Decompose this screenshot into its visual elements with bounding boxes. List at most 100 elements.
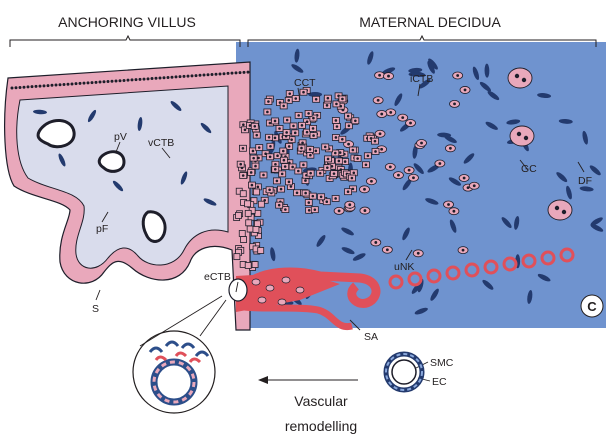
trophoblast-nucleus bbox=[456, 74, 459, 77]
column-cell-nucleus bbox=[244, 128, 247, 131]
giant-cell-nucleus bbox=[522, 78, 526, 82]
giant-cell-nucleus bbox=[524, 136, 528, 140]
syncytium-nucleus bbox=[19, 86, 22, 89]
trophoblast-nucleus bbox=[420, 142, 423, 145]
header-maternal-decidua: MATERNAL DECIDUA bbox=[359, 14, 501, 30]
column-cell-nucleus bbox=[304, 192, 307, 195]
column-cell-nucleus bbox=[354, 119, 357, 122]
column-cell-nucleus bbox=[283, 159, 286, 162]
syncytium-nucleus bbox=[131, 78, 134, 81]
label-unk: uNK bbox=[394, 261, 414, 273]
syncytium-nucleus bbox=[83, 82, 86, 85]
syncytium-nucleus bbox=[159, 77, 162, 80]
column-cell-nucleus bbox=[278, 204, 281, 207]
column-cell-nucleus bbox=[281, 173, 284, 176]
syncytium-nucleus bbox=[203, 74, 206, 77]
column-cell-nucleus bbox=[334, 197, 337, 200]
column-cell bbox=[258, 201, 264, 207]
label-pf: pF bbox=[96, 223, 108, 235]
syncytium-nucleus bbox=[67, 83, 70, 86]
column-cell-nucleus bbox=[282, 150, 285, 153]
column-cell-nucleus bbox=[347, 115, 350, 118]
column-cell-nucleus bbox=[326, 166, 329, 169]
column-cell-nucleus bbox=[312, 127, 315, 130]
column-cell-nucleus bbox=[308, 209, 311, 212]
column-cell-nucleus bbox=[286, 119, 289, 122]
column-cell-nucleus bbox=[268, 188, 271, 191]
syncytium-nucleus bbox=[243, 71, 246, 74]
column-cell-nucleus bbox=[297, 114, 300, 117]
column-cell-nucleus bbox=[284, 165, 287, 168]
syncytium-nucleus bbox=[75, 82, 78, 85]
syncytium-nucleus bbox=[151, 77, 154, 80]
column-cell-nucleus bbox=[269, 145, 272, 148]
trophoblast-nucleus bbox=[412, 176, 415, 179]
trophoblast-nucleus bbox=[447, 203, 450, 206]
column-cell-nucleus bbox=[287, 99, 290, 102]
column-cell-nucleus bbox=[274, 120, 277, 123]
syncytium-nucleus bbox=[115, 79, 118, 82]
label-s: S bbox=[92, 303, 99, 315]
syncytium-nucleus bbox=[63, 83, 66, 86]
column-cell-nucleus bbox=[253, 125, 256, 128]
column-cell-nucleus bbox=[297, 170, 300, 173]
column-cell bbox=[239, 230, 245, 236]
column-cell-nucleus bbox=[302, 91, 305, 94]
caption-line-2: remodelling bbox=[285, 418, 357, 434]
syncytium-nucleus bbox=[227, 72, 230, 75]
syncytium-nucleus bbox=[183, 75, 186, 78]
column-cell bbox=[246, 220, 252, 226]
syncytium-nucleus bbox=[219, 72, 222, 75]
header-anchoring-villus: ANCHORING VILLUS bbox=[58, 14, 196, 30]
trophoblast-nucleus bbox=[409, 122, 412, 125]
trophoblast-nucleus bbox=[401, 116, 404, 119]
column-cell-nucleus bbox=[242, 147, 245, 150]
syncytium-nucleus bbox=[199, 74, 202, 77]
column-cell-nucleus bbox=[333, 172, 336, 175]
trophoblast-nucleus bbox=[408, 169, 411, 172]
trophoblast-nucleus bbox=[397, 174, 400, 177]
column-cell-nucleus bbox=[276, 180, 279, 183]
giant-cell-nucleus bbox=[562, 210, 566, 214]
syncytium-nucleus bbox=[55, 84, 58, 87]
column-cell-nucleus bbox=[267, 100, 270, 103]
column-cell-nucleus bbox=[314, 208, 317, 211]
column-cell-nucleus bbox=[274, 137, 277, 140]
syncytium-nucleus bbox=[155, 77, 158, 80]
column-cell-nucleus bbox=[312, 134, 315, 137]
column-cell bbox=[240, 191, 246, 197]
syncytium-nucleus bbox=[39, 85, 42, 88]
syncytium-nucleus bbox=[139, 78, 142, 81]
trophoblast-nucleus bbox=[453, 210, 456, 213]
syncytium-nucleus bbox=[111, 80, 114, 83]
column-cell-nucleus bbox=[309, 154, 312, 157]
trophoblast-nucleus bbox=[453, 102, 456, 105]
trophoblast-nucleus bbox=[374, 241, 377, 244]
giant-cell-nucleus bbox=[515, 74, 519, 78]
trophoblast-nucleus bbox=[449, 147, 452, 150]
syncytium-nucleus bbox=[207, 73, 210, 76]
column-cell-nucleus bbox=[288, 145, 291, 148]
column-cell bbox=[258, 247, 264, 253]
column-cell-nucleus bbox=[242, 174, 245, 177]
syncytium-nucleus bbox=[99, 81, 102, 84]
trophoblast-nucleus bbox=[389, 111, 392, 114]
column-cell-nucleus bbox=[285, 131, 288, 134]
column-cell-nucleus bbox=[319, 172, 322, 175]
trophoblast-nucleus bbox=[464, 89, 467, 92]
label-vctb: vCTB bbox=[148, 137, 174, 149]
endovascular-cell bbox=[296, 287, 304, 293]
column-cell-nucleus bbox=[300, 147, 303, 150]
column-cell-nucleus bbox=[312, 117, 315, 120]
column-cell-nucleus bbox=[302, 164, 305, 167]
trophoblast-nucleus bbox=[380, 148, 383, 151]
column-cell-nucleus bbox=[312, 195, 315, 198]
column-cell-nucleus bbox=[301, 124, 304, 127]
syncytium-nucleus bbox=[95, 81, 98, 84]
column-cell-nucleus bbox=[327, 158, 330, 161]
trophoblast-nucleus bbox=[363, 188, 366, 191]
syncytium-nucleus bbox=[103, 80, 106, 83]
endovascular-cell bbox=[266, 285, 274, 291]
trophoblast-nucleus bbox=[378, 74, 381, 77]
column-cell-nucleus bbox=[292, 125, 295, 128]
